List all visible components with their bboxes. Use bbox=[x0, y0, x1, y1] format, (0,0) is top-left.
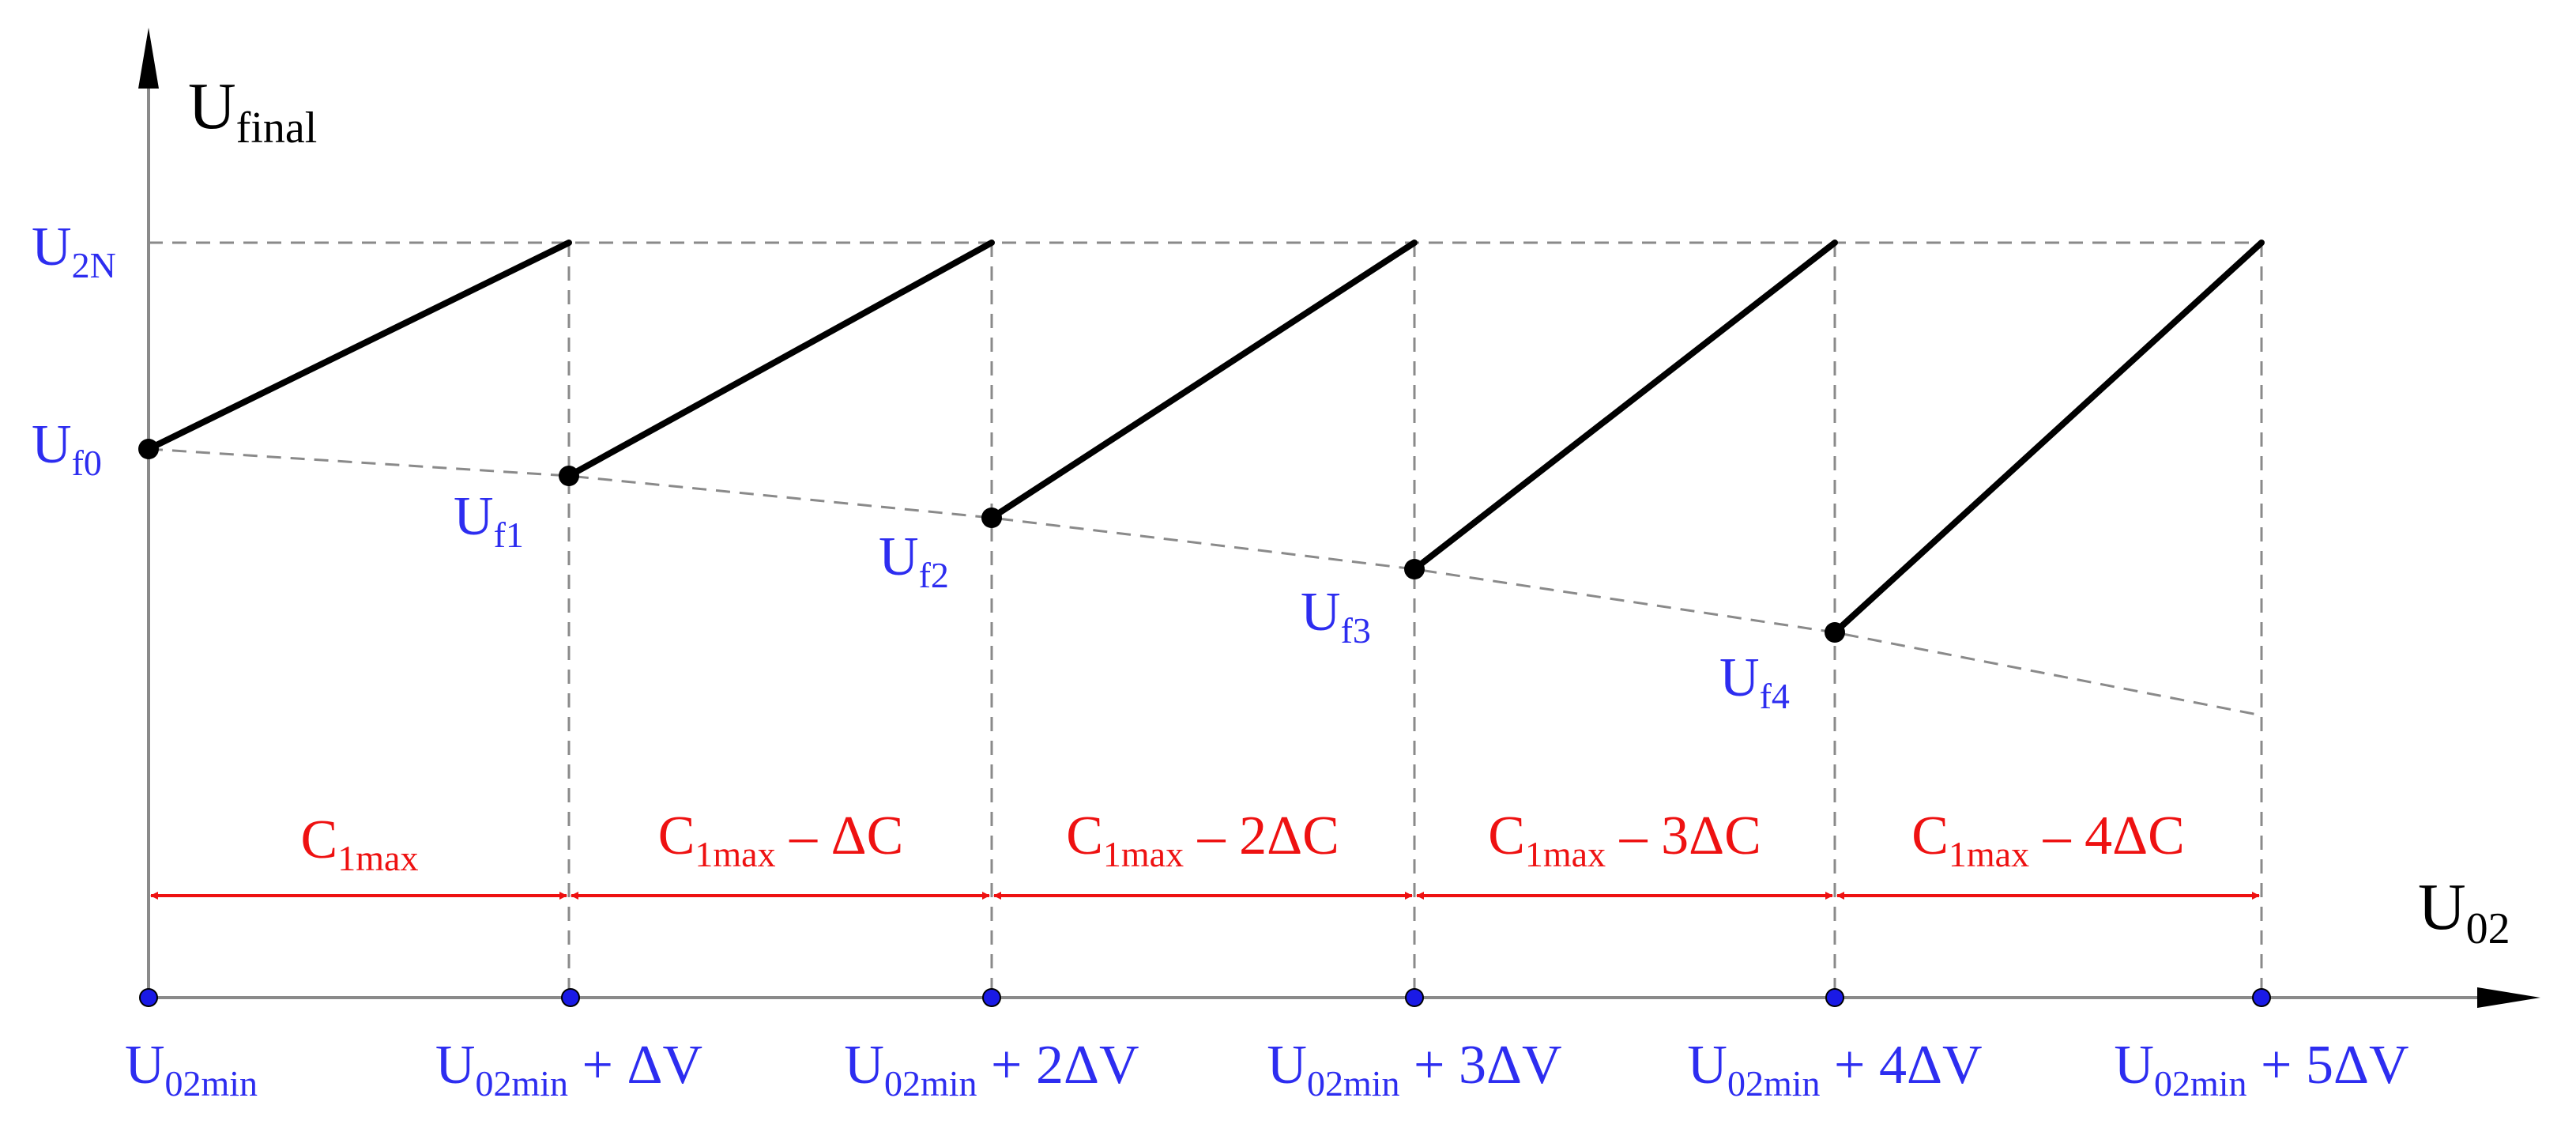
point-f1 bbox=[559, 466, 579, 486]
x-tick-dot-5 bbox=[2252, 988, 2271, 1007]
y-level-top-label: U2N bbox=[32, 217, 116, 285]
segment-1 bbox=[145, 240, 572, 452]
x-tick-label-3: U02min + 3ΔV bbox=[1267, 1035, 1561, 1104]
x-tick-dots bbox=[139, 988, 2271, 1007]
interval-label-5: C1max – 4ΔC bbox=[1911, 806, 2185, 874]
point-f4-label: Uf4 bbox=[1719, 647, 1790, 716]
segment-5 bbox=[1832, 240, 2265, 636]
point-f1-label: Uf1 bbox=[454, 486, 524, 555]
start-dots bbox=[138, 439, 1845, 643]
interval-label-4: C1max – 3ΔC bbox=[1488, 806, 1761, 874]
x-tick-label-5: U02min + 5ΔV bbox=[2114, 1035, 2408, 1104]
x-tick-dot-4 bbox=[1825, 988, 1844, 1007]
interval-label-3: C1max – 2ΔC bbox=[1066, 806, 1339, 874]
segment-4 bbox=[1411, 240, 1838, 572]
interval-label-2: C1max – ΔC bbox=[658, 806, 904, 874]
x-tick-label-4: U02min + 4ΔV bbox=[1687, 1035, 1982, 1104]
guide-lines bbox=[148, 241, 2263, 998]
x-axis-arrowhead bbox=[2477, 987, 2540, 1008]
x-tick-dot-3 bbox=[1405, 988, 1424, 1007]
x-axis-label: U02 bbox=[2418, 870, 2510, 953]
y-level-start-label: Uf0 bbox=[32, 414, 102, 483]
point-f2-label: Uf2 bbox=[879, 526, 949, 595]
x-tick-dot-2 bbox=[982, 988, 1001, 1007]
axes bbox=[138, 28, 2540, 1008]
x-tick-label-2: U02min + 2ΔV bbox=[844, 1035, 1139, 1104]
segment-2 bbox=[566, 240, 995, 479]
x-tick-label-1: U02min + ΔV bbox=[435, 1035, 702, 1104]
point-f0 bbox=[138, 439, 159, 459]
point-f4 bbox=[1825, 622, 1845, 643]
y-axis-arrowhead bbox=[138, 28, 159, 89]
segment-3 bbox=[989, 240, 1418, 521]
point-f3-label: Uf3 bbox=[1301, 582, 1371, 651]
sawtooth-segments bbox=[145, 240, 2265, 636]
y-axis-label: Ufinal bbox=[188, 70, 317, 153]
interval-label-1: C1max bbox=[301, 809, 419, 878]
x-tick-label-0: U02min bbox=[125, 1035, 258, 1104]
x-tick-dot-0 bbox=[139, 988, 158, 1007]
point-f2 bbox=[981, 508, 1002, 528]
x-tick-dot-1 bbox=[561, 988, 580, 1007]
point-f3 bbox=[1404, 559, 1425, 579]
